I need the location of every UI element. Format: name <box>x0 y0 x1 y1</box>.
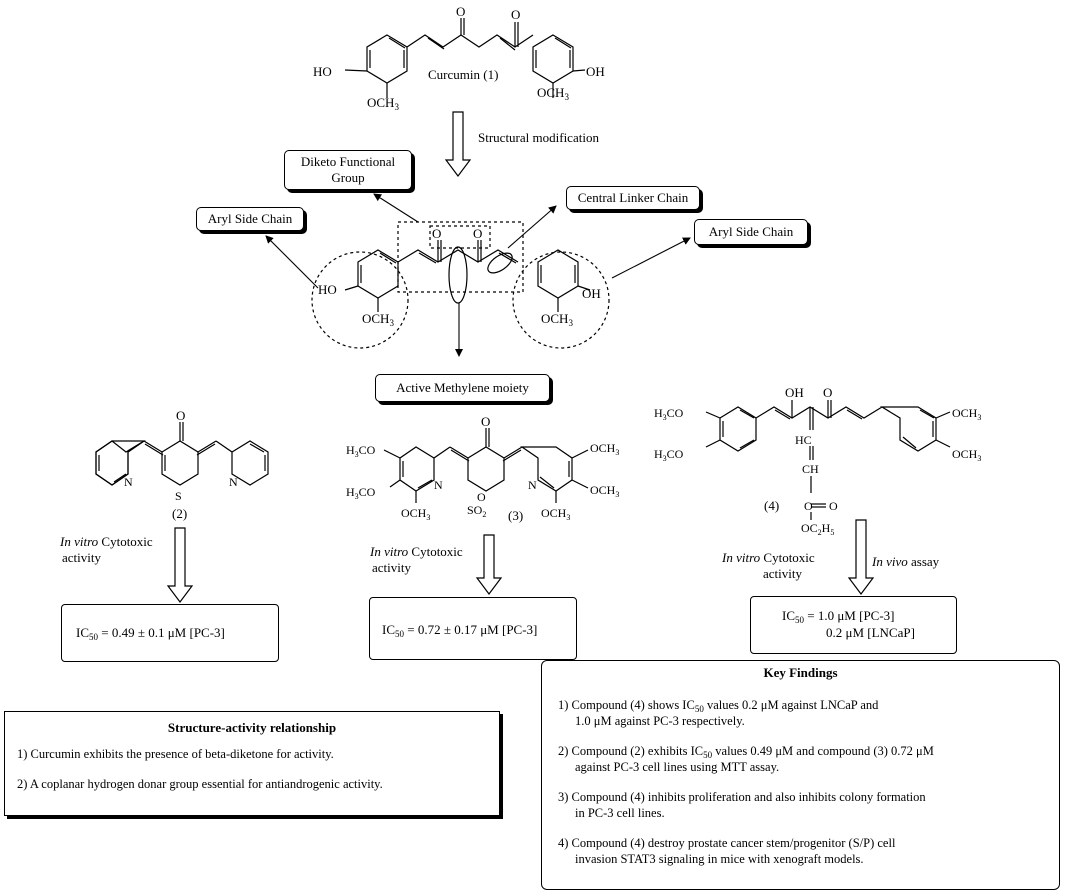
arrow-to-diketo <box>373 193 419 223</box>
c4-och3-right-1: OCH3 <box>952 406 981 422</box>
compound-3-labels: O H3CO H3CO OCH3 N O SO2 (3) N OCH3 OCH3… <box>346 414 619 523</box>
central-structure-labels: O O HO OCH3 OH OCH3 <box>318 226 601 328</box>
region-pointer-arrows <box>265 193 691 357</box>
c3-och3-bottom-left: OCH3 <box>401 506 430 522</box>
compound-3-label: (3) <box>508 508 523 523</box>
curcumin-oh: OH <box>586 64 605 79</box>
central-linker-chain-box: Central Linker Chain <box>566 186 700 210</box>
c2-s: S <box>175 489 182 503</box>
compound-2-structure <box>95 422 269 486</box>
curcumin-labels: HO OCH3 O O Curcumin (1) OH OCH3 <box>313 4 605 112</box>
central-oh: OH <box>582 286 601 301</box>
aryl-right-label: Aryl Side Chain <box>708 224 794 239</box>
structural-modification-arrow <box>444 111 472 177</box>
c2-n-right: N <box>229 475 238 489</box>
compound-4-structure <box>705 400 951 520</box>
central-och3-right: OCH3 <box>541 311 573 328</box>
arrow-to-aryl-right <box>611 237 691 279</box>
sar-item-1: 1) Curcumin exhibits the presence of bet… <box>17 747 334 761</box>
c4-och3-right-2: OCH3 <box>952 447 981 463</box>
central-o-1: O <box>432 226 441 241</box>
result-c4-text: IC50 = 1.0 μM [PC-3] 0.2 μM [LNCaP] <box>782 608 915 640</box>
aryl-side-chain-right-box: Aryl Side Chain <box>694 219 808 245</box>
assay-label-c3-line1: In vitro Cytotoxic <box>369 544 463 559</box>
c4-hc: HC <box>795 433 812 447</box>
kf-item-3: 3) Compound (4) inhibits proliferation a… <box>558 790 926 820</box>
curcumin-ho: HO <box>313 64 332 79</box>
c3-o: O <box>481 414 490 429</box>
c3-och3-bottom-right: OCH3 <box>541 506 570 522</box>
structural-modification-label: Structural modification <box>478 130 599 145</box>
c4-oh: OH <box>785 385 804 400</box>
assay-label-c2-line1: In vitro Cytotoxic <box>59 534 153 549</box>
compound-4-labels: OH O H3CO H3CO HC CH O O OC2H5 (4) OCH3 … <box>654 385 981 537</box>
compound-4-label: (4) <box>764 498 779 513</box>
aryl-left-label: Aryl Side Chain <box>207 211 293 226</box>
result-c3-text: IC50 = 0.72 ± 0.17 μM [PC-3] <box>382 622 538 639</box>
key-findings-title: Key Findings <box>763 665 838 680</box>
assay-label-c3-line2: activity <box>372 560 411 575</box>
result-compound-2-box: IC50 = 0.49 ± 0.1 μM [PC-3] <box>61 604 279 662</box>
active-methylene-box: Active Methylene moiety <box>375 374 550 402</box>
arrow-to-aryl-left <box>265 235 319 289</box>
c3-n-left: N <box>434 478 443 492</box>
c2-o: O <box>176 408 185 423</box>
arrow-to-central-linker <box>507 205 557 249</box>
compound-2-labels: O S N N (2) <box>124 408 238 521</box>
c3-n-right: N <box>528 478 537 492</box>
central-och3-left: OCH3 <box>362 311 394 328</box>
kf-item-4: 4) Compound (4) destroy prostate cancer … <box>558 836 896 866</box>
assay-arrow-compound-4 <box>847 519 875 595</box>
assay-label-c4-line2: activity <box>763 566 802 581</box>
c2-n-left: N <box>124 475 133 489</box>
c4-carbonyl-o: O <box>829 499 838 513</box>
c3-h3co-1: H3CO <box>346 443 376 459</box>
compound-3-structure <box>383 428 589 503</box>
c4-c-o-label: O <box>804 499 813 513</box>
result-compound-4-box: IC50 = 1.0 μM [PC-3] 0.2 μM [LNCaP] <box>750 596 957 654</box>
result-c2-text: IC50 = 0.49 ± 0.1 μM [PC-3] <box>76 625 225 642</box>
assay-arrow-compound-3 <box>475 534 503 595</box>
c3-so2: SO2 <box>467 503 486 519</box>
curcumin-o-2: O <box>511 7 520 22</box>
c4-oc2h5: OC2H5 <box>801 521 834 537</box>
result-compound-3-box: IC50 = 0.72 ± 0.17 μM [PC-3] <box>369 597 577 660</box>
c4-ch: CH <box>802 462 819 476</box>
c4-h3co-1: H3CO <box>654 406 684 422</box>
diketo-functional-group-box: Diketo Functional Group <box>284 150 412 190</box>
central-o-2: O <box>473 226 482 241</box>
sar-panel: Structure-activity relationship 1) Curcu… <box>4 711 500 816</box>
assay-arrow-compound-2 <box>166 527 194 603</box>
assay-label-c4-invivo: In vivo assay <box>871 554 940 569</box>
compound-2-label: (2) <box>172 506 187 521</box>
curcumin-och3-left: OCH3 <box>367 95 399 112</box>
c3-och3-right-2: OCH3 <box>590 483 619 499</box>
central-linker-label: Central Linker Chain <box>577 190 689 205</box>
key-findings-panel: Key Findings 1) Compound (4) shows IC50 … <box>541 660 1060 890</box>
active-methylene-label: Active Methylene moiety <box>396 380 529 395</box>
curcumin-och3-right: OCH3 <box>537 85 569 102</box>
sar-item-2: 2) A coplanar hydrogen donar group essen… <box>17 777 383 791</box>
kf-item-2: 2) Compound (2) exhibits IC50 values 0.4… <box>558 744 934 774</box>
central-structure <box>311 221 610 349</box>
c3-h3co-2: H3CO <box>346 485 376 501</box>
c4-h3co-2: H3CO <box>654 447 684 463</box>
central-ho: HO <box>318 282 337 297</box>
curcumin-label: Curcumin (1) <box>428 67 498 82</box>
curcumin-structure <box>344 18 586 98</box>
c3-och3-right-1: OCH3 <box>590 441 619 457</box>
aryl-side-chain-left-box: Aryl Side Chain <box>196 207 304 231</box>
kf-item-1: 1) Compound (4) shows IC50 values 0.2 μM… <box>558 698 879 728</box>
c3-o-sulfonyl-1: O <box>477 490 486 504</box>
sar-title: Structure-activity relationship <box>167 720 337 735</box>
c4-o: O <box>823 385 832 400</box>
diketo-line1: Diketo Functional <box>300 154 396 169</box>
assay-label-c4-line1: In vitro Cytotoxic <box>721 550 815 565</box>
curcumin-o-1: O <box>456 4 465 19</box>
diketo-line2: Group <box>331 170 365 185</box>
assay-label-c2-line2: activity <box>62 550 101 565</box>
